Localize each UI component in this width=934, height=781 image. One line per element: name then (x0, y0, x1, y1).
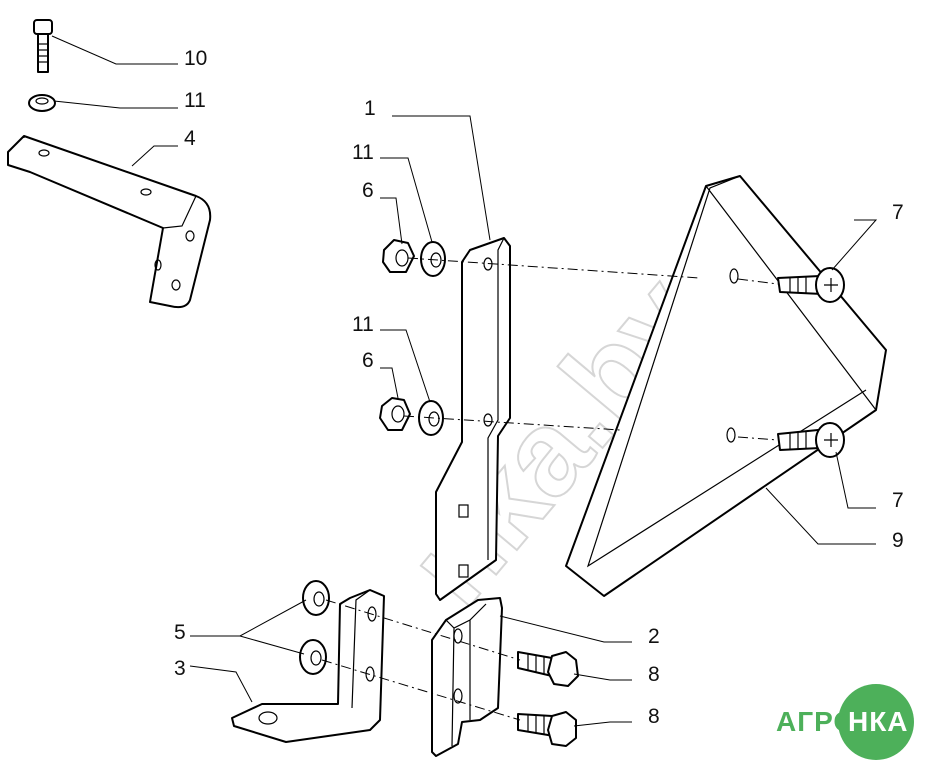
logo-text-right: НКА (848, 706, 909, 737)
washers-5 (299, 580, 330, 675)
agronka-logo: АГРО НКА (776, 684, 934, 764)
screw-7-bottom (777, 422, 845, 458)
callout-8-top: 8 (648, 663, 660, 686)
bracket-1 (435, 237, 511, 601)
washer-11-mid (420, 241, 446, 277)
nut-6-top (382, 239, 415, 273)
bolt-10 (33, 19, 53, 73)
callout-7-top: 7 (892, 201, 904, 224)
callout-10: 10 (184, 47, 208, 70)
callout-7-bottom: 7 (892, 489, 904, 512)
callout-6-upper: 6 (362, 179, 374, 202)
logo-circle (838, 684, 914, 760)
callout-4: 4 (184, 127, 196, 150)
bracket-3 (231, 589, 385, 743)
washer-11-top (28, 94, 56, 112)
callout-2: 2 (648, 625, 660, 648)
callout-11-upper: 11 (352, 141, 374, 164)
callout-1: 1 (364, 97, 376, 120)
callout-11-lower: 11 (352, 313, 374, 336)
callout-11-top: 11 (184, 89, 206, 112)
callout-8-bottom: 8 (648, 705, 660, 728)
callout-5: 5 (174, 621, 186, 644)
callout-9: 9 (892, 529, 904, 552)
bolt-8-bottom (517, 711, 577, 747)
bracket-4 (7, 135, 212, 309)
logo-text-left: АГРО (776, 706, 857, 737)
leader-lines (51, 35, 878, 727)
bolt-8-top (517, 651, 579, 687)
assembly-axis-lines (321, 257, 779, 721)
nut-6-bottom (379, 397, 411, 431)
callout-6-lower: 6 (362, 349, 374, 372)
screw-7-top (777, 267, 845, 303)
callout-3: 3 (174, 657, 186, 680)
channel-bracket-2 (431, 597, 503, 757)
